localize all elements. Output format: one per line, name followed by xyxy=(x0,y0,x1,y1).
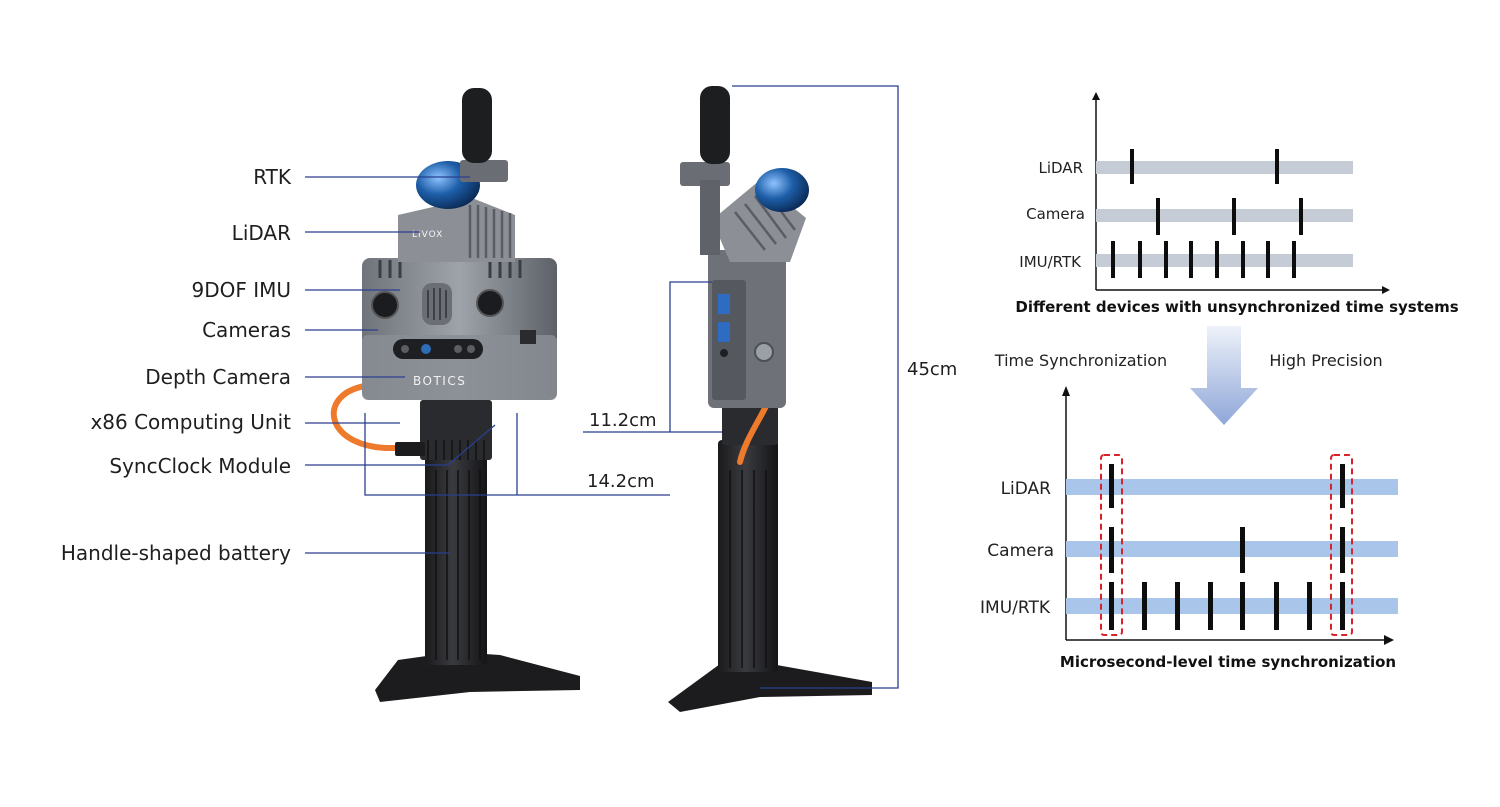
sync-tick xyxy=(1340,464,1345,508)
sync-row-imu: IMU/RTK xyxy=(980,598,1051,618)
unsync-row-camera: Camera xyxy=(1026,205,1085,223)
sync-band-imu xyxy=(1066,598,1398,614)
unsync-band-lidar xyxy=(1096,161,1353,174)
sync-band-lidar xyxy=(1066,479,1398,495)
device-front-view: BOTICS LIVOX xyxy=(330,88,580,702)
sync-tick xyxy=(1340,527,1345,573)
lidar-brand-text: LIVOX xyxy=(412,230,443,240)
label-cameras: Cameras xyxy=(202,318,291,342)
unsync-tick xyxy=(1111,241,1115,278)
unsync-tick xyxy=(1138,241,1142,278)
rtk-antenna xyxy=(462,88,492,163)
unsync-tick xyxy=(1266,241,1270,278)
transition-block: Time Synchronization High Precision xyxy=(994,326,1383,425)
unsync-tick xyxy=(1241,241,1245,278)
unsync-tick xyxy=(1156,198,1160,235)
unsync-tick xyxy=(1299,198,1303,235)
battery-handle xyxy=(425,455,487,665)
label-lidar: LiDAR xyxy=(232,221,291,245)
sync-band-camera xyxy=(1066,541,1398,557)
unsync-row-lidar: LiDAR xyxy=(1039,159,1084,177)
transition-left-text: Time Synchronization xyxy=(994,351,1167,370)
leader-lines xyxy=(305,85,899,689)
unsync-tick xyxy=(1164,241,1168,278)
left-camera-lens xyxy=(371,291,399,319)
label-depth-camera: Depth Camera xyxy=(145,365,291,389)
body-brand-text: BOTICS xyxy=(413,374,466,388)
right-camera-lens xyxy=(476,289,504,317)
depth-camera-strip xyxy=(393,339,483,359)
sync-chart: LiDAR Camera IMU/RTK Microsecond-level t… xyxy=(980,386,1398,671)
sync-tick xyxy=(1240,582,1245,630)
sync-tick xyxy=(1175,582,1180,630)
sync-tick xyxy=(1240,527,1245,573)
unsync-row-imu: IMU/RTK xyxy=(1019,253,1082,271)
side-lidar-dome xyxy=(755,168,809,212)
down-arrow-icon xyxy=(1190,326,1258,425)
sync-tick xyxy=(1109,527,1114,573)
label-syncclock: SyncClock Module xyxy=(109,454,291,478)
sync-tick xyxy=(1274,582,1279,630)
sync-caption: Microsecond-level time synchronization xyxy=(1060,653,1396,671)
device-side-view xyxy=(668,86,872,712)
sync-row-camera: Camera xyxy=(987,541,1054,561)
component-labels: RTK LiDAR 9DOF IMU Cameras Depth Camera … xyxy=(61,165,292,565)
rtk-bracket xyxy=(460,160,508,182)
sync-tick xyxy=(1109,582,1114,630)
sync-tick xyxy=(1142,582,1147,630)
unsync-tick xyxy=(1215,241,1219,278)
sync-tick xyxy=(1109,464,1114,508)
sync-cable xyxy=(330,383,423,455)
unsync-tick xyxy=(1130,149,1134,184)
sync-module xyxy=(420,400,492,460)
unsync-tick xyxy=(1292,241,1296,278)
unsync-chart: LiDAR Camera IMU/RTK Different devices w… xyxy=(1015,92,1459,316)
tripod-base xyxy=(375,652,580,702)
imu-grille xyxy=(422,283,452,325)
sync-tick xyxy=(1208,582,1213,630)
dimension-depth-b: 14.2cm xyxy=(587,471,655,492)
unsync-caption: Different devices with unsynchronized ti… xyxy=(1015,298,1458,316)
unsync-tick xyxy=(1232,198,1236,235)
side-tripod-base xyxy=(668,662,872,712)
label-rtk: RTK xyxy=(253,165,292,189)
unsync-tick xyxy=(1189,241,1193,278)
label-computing-unit: x86 Computing Unit xyxy=(90,410,291,434)
side-rtk-antenna xyxy=(700,86,730,164)
unsync-band-camera xyxy=(1096,209,1353,222)
label-battery: Handle-shaped battery xyxy=(61,541,291,565)
side-battery-handle xyxy=(718,440,778,672)
unsync-band-imu xyxy=(1096,254,1353,267)
sync-highlight-box-right xyxy=(1330,454,1353,636)
dimension-depth-a: 11.2cm xyxy=(589,410,657,431)
sync-row-lidar: LiDAR xyxy=(1001,479,1052,499)
sync-tick xyxy=(1340,582,1345,630)
sync-tick xyxy=(1307,582,1312,630)
unsync-tick xyxy=(1275,149,1279,184)
dimension-height: 45cm xyxy=(907,359,957,380)
label-imu: 9DOF IMU xyxy=(191,278,291,302)
transition-right-text: High Precision xyxy=(1269,351,1382,370)
sync-highlight-box-left xyxy=(1100,454,1123,636)
